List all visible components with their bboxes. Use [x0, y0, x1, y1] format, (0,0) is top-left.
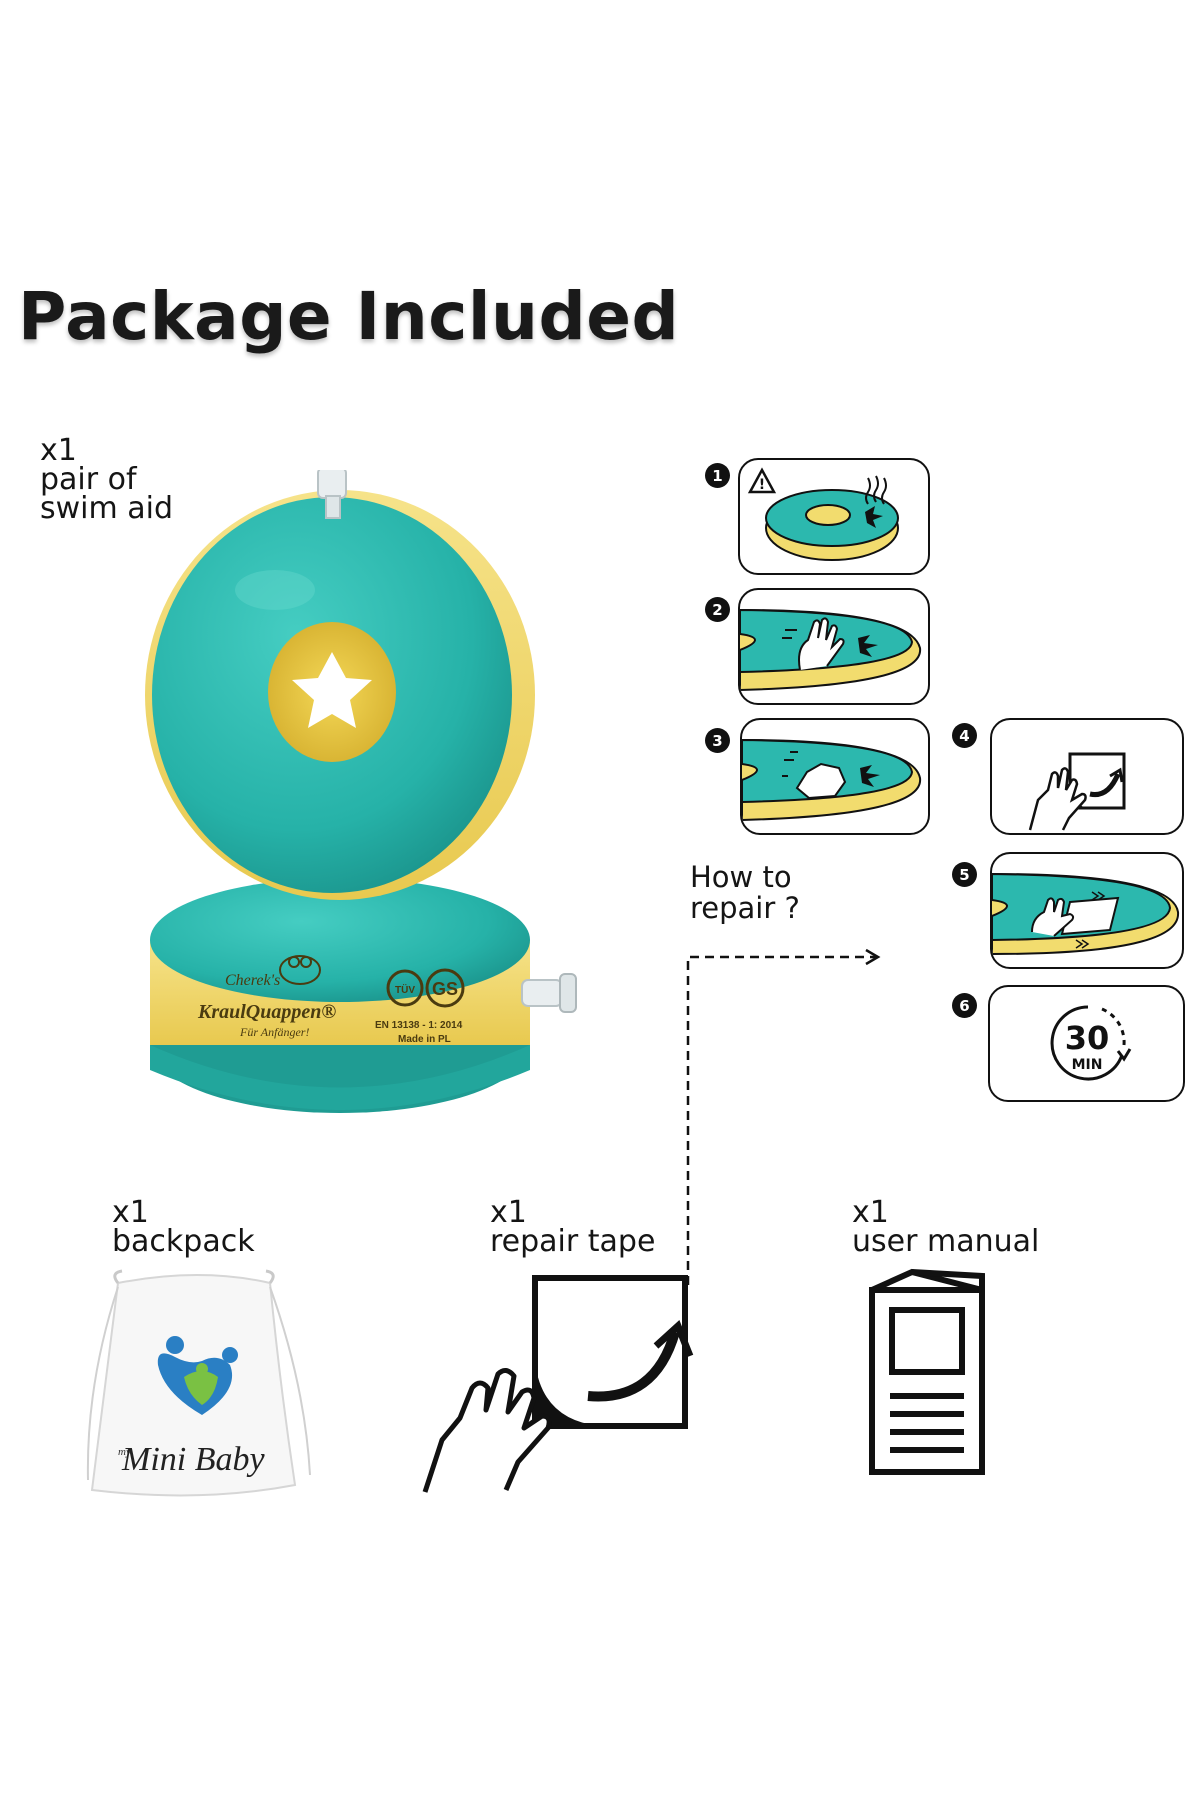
gs-text: GS: [432, 979, 458, 999]
logo-main-text: Mini Baby: [121, 1441, 265, 1478]
step-2-illustration: [740, 608, 922, 692]
logo-small-text: my: [118, 1446, 131, 1458]
standard-text: EN 13138 - 1: 2014: [375, 1020, 463, 1031]
step-2-badge: 2: [705, 597, 730, 622]
brand-sub-text: Für Anfänger!: [239, 1025, 309, 1039]
step-4-badge: 4: [952, 723, 977, 748]
mini-baby-logo-icon: [157, 1336, 238, 1415]
step-3-badge: 3: [705, 728, 730, 753]
how-to-repair-label: How to repair ?: [690, 862, 800, 924]
backpack-label: x1 backpack: [112, 1195, 255, 1259]
step-1-box: !: [738, 458, 930, 575]
swim-aid-qty: x1: [40, 433, 77, 468]
timer-unit: MIN: [1072, 1057, 1103, 1073]
how-to-line1: How to: [690, 860, 792, 894]
step-6-illustration: 30 MIN: [1050, 1005, 1132, 1081]
repair-connector-arrow: [686, 948, 881, 1285]
step-6-badge: 6: [952, 993, 977, 1018]
user-manual-qty: x1: [852, 1195, 889, 1230]
swim-aid-label: x1 pair of swim aid: [40, 433, 174, 526]
step-1-badge: 1: [705, 463, 730, 488]
svg-text:!: !: [759, 477, 765, 493]
step-4-illustration: [1028, 752, 1126, 831]
tuv-text: TÜV: [395, 983, 415, 996]
certification-logos: TÜV GS: [386, 968, 465, 1008]
backpack-qty: x1: [112, 1195, 149, 1230]
brand-top-text: Cherek's: [225, 972, 280, 989]
timer-icon: [1050, 1005, 1132, 1081]
step-3-box: [740, 718, 930, 835]
swim-aid-line1: pair of: [40, 462, 137, 497]
bottom-ring: Cherek's KraulQuappen® Für Anfänger! TÜV…: [150, 878, 577, 1113]
user-manual-label: x1 user manual: [852, 1195, 1040, 1259]
backpack-name: backpack: [112, 1224, 255, 1259]
repair-tape-label: x1 repair tape: [490, 1195, 656, 1259]
user-manual-icon: [869, 1268, 985, 1475]
top-ring: [145, 470, 535, 900]
how-to-line2: repair ?: [690, 891, 800, 925]
step-5-badge: 5: [952, 862, 977, 887]
step-3-illustration: [742, 738, 922, 822]
swim-aid-image: Cherek's KraulQuappen® Für Anfänger! TÜV…: [145, 470, 577, 1113]
frog-logo-icon: [279, 955, 321, 985]
repair-tape-icon: [422, 1275, 694, 1493]
swim-aid-line2: swim aid: [40, 491, 174, 526]
step-1-illustration: !: [747, 467, 899, 561]
made-in-text: Made in PL: [398, 1034, 451, 1045]
backpack-image: my Mini Baby: [86, 1269, 311, 1497]
brand-main-text: KraulQuappen®: [197, 1001, 336, 1023]
step-5-box: [990, 852, 1184, 969]
page-title: Package Included: [18, 278, 680, 355]
step-6-box: 30 MIN: [988, 985, 1185, 1102]
repair-tape-name: repair tape: [490, 1224, 656, 1259]
timer-value: 30: [1065, 1019, 1110, 1057]
step-5-illustration: [992, 872, 1180, 956]
user-manual-name: user manual: [852, 1224, 1040, 1259]
repair-tape-qty: x1: [490, 1195, 527, 1230]
step-4-box: [990, 718, 1184, 835]
step-2-box: [738, 588, 930, 705]
